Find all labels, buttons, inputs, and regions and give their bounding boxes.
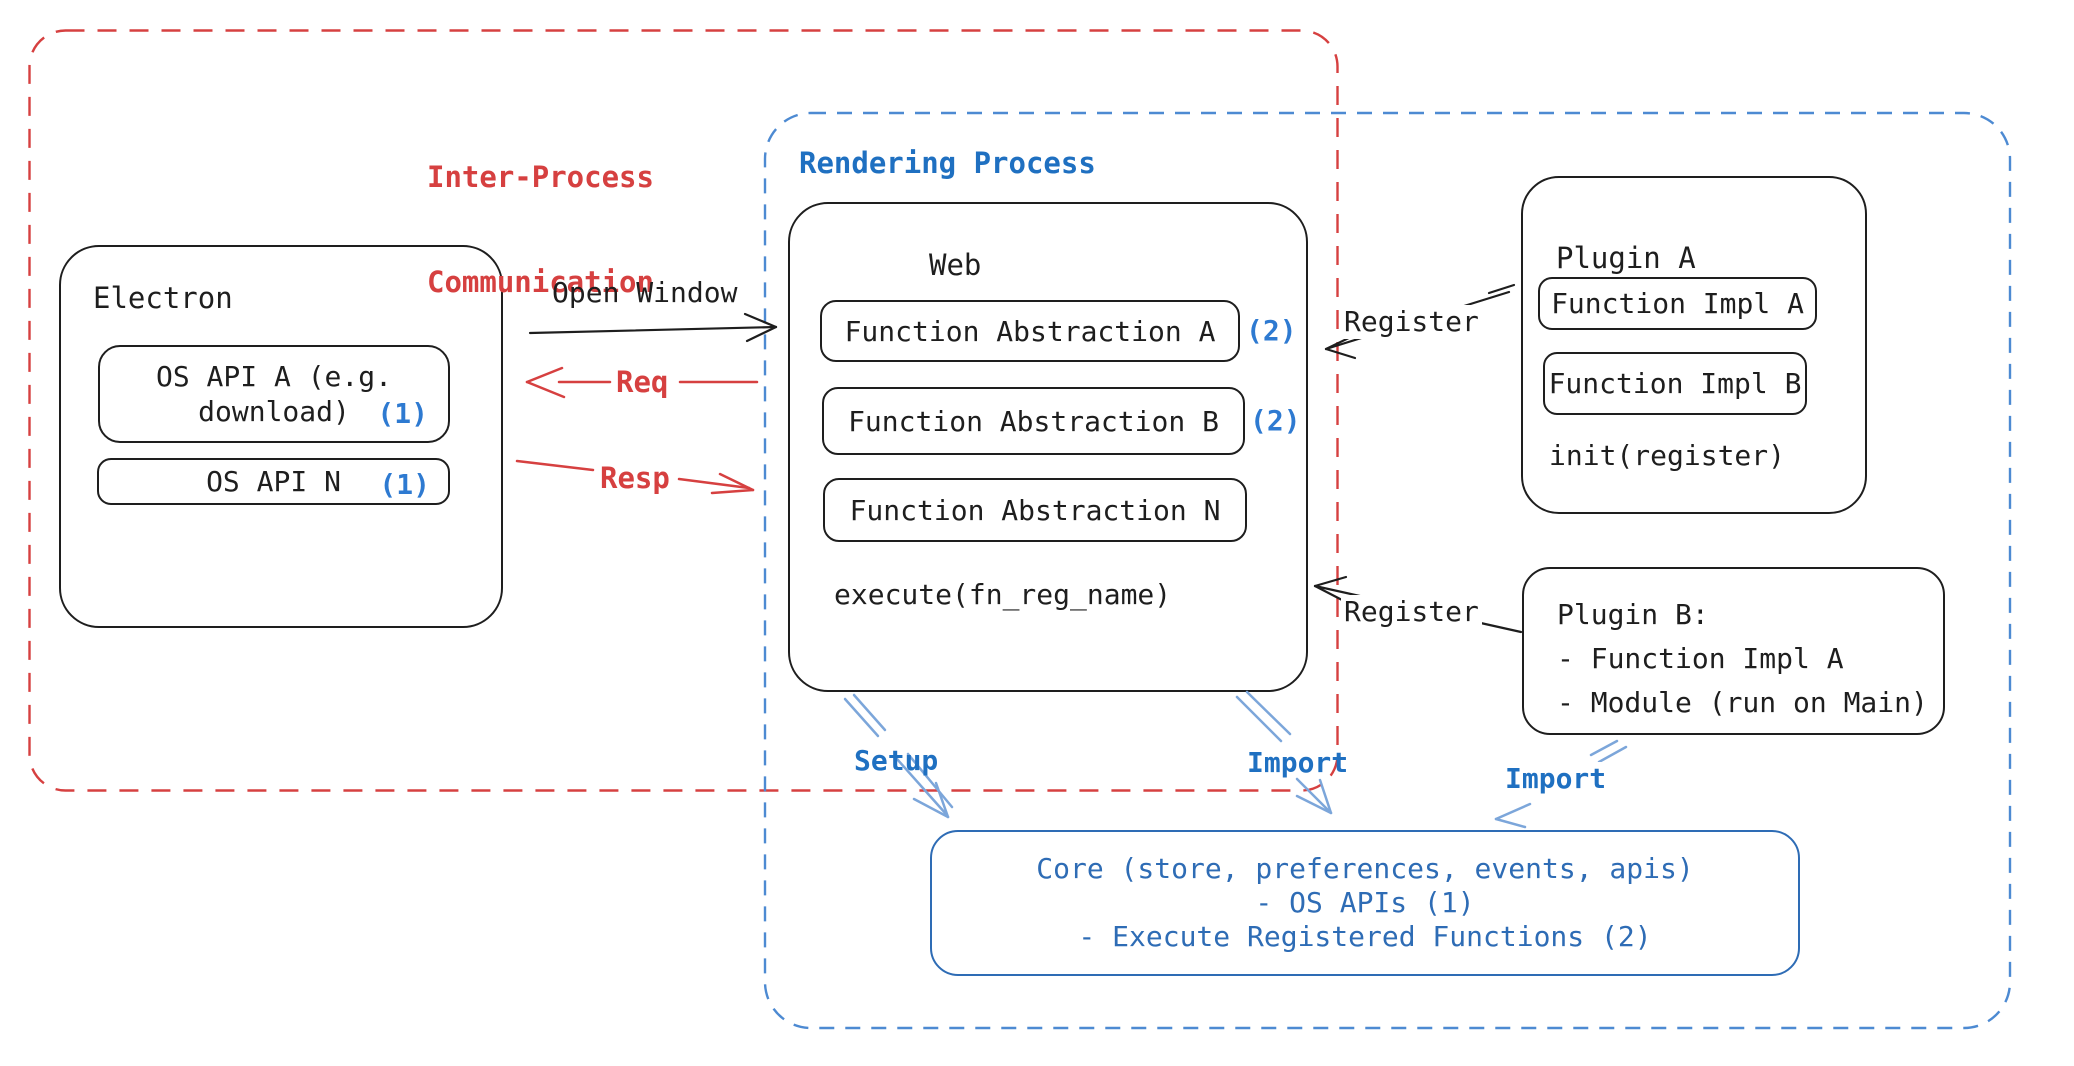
- core-line-1: Core (store, preferences, events, apis): [1036, 852, 1694, 885]
- core-line-2: - OS APIs (1): [1255, 886, 1475, 919]
- register-bottom-label: Register: [1341, 595, 1482, 629]
- os-api-n-marker: (1): [379, 468, 430, 501]
- function-abstraction-a-marker: (2): [1246, 314, 1297, 347]
- ipc-region-label: Inter-Process Communication: [427, 90, 654, 370]
- electron-title: Electron: [93, 281, 233, 315]
- os-api-n-box: OS API N (1): [97, 458, 450, 505]
- setup-label: Setup: [854, 744, 939, 777]
- os-api-n-label: OS API N: [206, 465, 341, 498]
- init-register-label: init(register): [1549, 439, 1786, 472]
- function-impl-a-box: Function Impl A: [1538, 277, 1817, 330]
- open-window-label: Open Window: [552, 276, 738, 309]
- function-abstraction-b-marker: (2): [1250, 404, 1301, 437]
- ipc-label-line1: Inter-Process: [427, 160, 654, 194]
- resp-label: Resp: [600, 461, 670, 495]
- plugin-b-box: Plugin B: - Function Impl A - Module (ru…: [1522, 567, 1945, 735]
- plugin-b-item-2: - Module (run on Main): [1557, 686, 1928, 719]
- web-title: Web: [929, 248, 982, 282]
- function-abstraction-n-box: Function Abstraction N: [823, 478, 1247, 542]
- req-label: Req: [616, 365, 669, 399]
- os-api-a-line1: OS API A (e.g.: [155, 360, 392, 393]
- plugin-b-title: Plugin B:: [1557, 598, 1709, 631]
- execute-label: execute(fn_reg_name): [834, 578, 1172, 611]
- register-top-label: Register: [1341, 305, 1482, 339]
- import-right-label: Import: [1502, 762, 1610, 796]
- function-abstraction-b-box: Function Abstraction B: [822, 387, 1245, 455]
- import-center-label: Import: [1247, 746, 1349, 779]
- os-api-a-box: OS API A (e.g. download) (1): [98, 345, 450, 443]
- function-impl-b-box: Function Impl B: [1543, 352, 1807, 415]
- function-abstraction-a-box: Function Abstraction A: [820, 300, 1240, 362]
- plugin-a-title: Plugin A: [1556, 241, 1696, 275]
- core-box: Core (store, preferences, events, apis) …: [930, 830, 1800, 976]
- rendering-region-label: Rendering Process: [799, 146, 1096, 180]
- plugin-b-item-1: - Function Impl A: [1557, 642, 1844, 675]
- core-line-3: - Execute Registered Functions (2): [1078, 920, 1652, 953]
- os-api-a-marker: (1): [377, 397, 428, 430]
